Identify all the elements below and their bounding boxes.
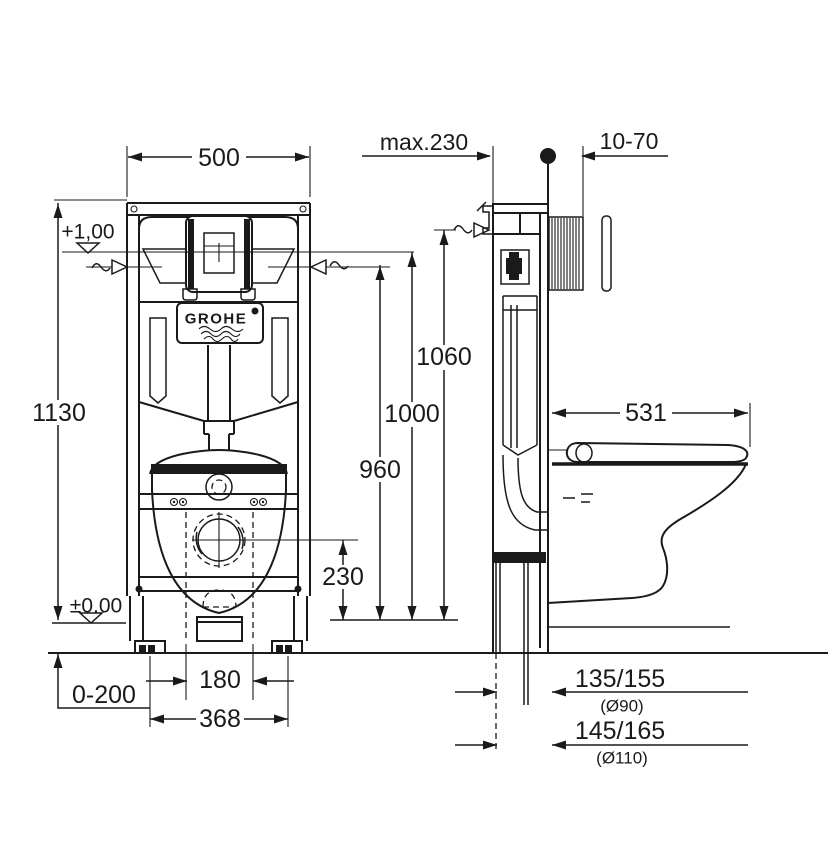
tank-section <box>502 295 538 456</box>
squiggle-icon <box>91 263 111 272</box>
supply-arrow-icon <box>111 258 129 276</box>
level-marker-zero: ±0,00 <box>70 595 122 625</box>
toilet-pan-front <box>149 448 288 642</box>
dim-height-label: 1130 <box>32 399 86 427</box>
outlet-offset-110-label: 145/165 <box>575 717 665 745</box>
drain-sketch-arcs <box>195 526 244 555</box>
dimension-foot-368: 368 <box>149 656 289 733</box>
registered-mark-dot <box>251 307 259 315</box>
dimension-stud-180: 180 <box>146 644 294 700</box>
floor-lines <box>48 619 828 654</box>
brand-logo-text: GROHE <box>185 311 248 328</box>
bowl-inner-dashes <box>563 493 593 503</box>
front-view: GROHE <box>86 202 390 654</box>
inlet-height-label: 960 <box>359 456 401 484</box>
outlet-box <box>196 616 243 642</box>
grohe-logo: GROHE <box>176 302 264 344</box>
dimension-1000: 1000 <box>383 252 441 620</box>
spindle-hatch <box>551 218 580 289</box>
dimension-960: 960 <box>356 265 404 620</box>
crossbar-fixing-holes <box>169 497 268 507</box>
flush-spindle-box <box>548 216 584 291</box>
dimension-outlet-offset-110: 145/165 (Ø110) <box>455 717 748 768</box>
water-supply-right <box>268 258 390 276</box>
flush-port-inner <box>211 479 227 495</box>
frame-corner-screw-left <box>130 205 138 213</box>
plate-gap-label: 10-70 <box>600 128 659 154</box>
outlet-dia-90-label: (Ø90) <box>600 697 643 716</box>
flush-bend <box>502 454 548 531</box>
dimension-outlet-offset-90: 135/155 (Ø90) <box>455 665 748 716</box>
outlet-offset-90-label: 135/155 <box>575 665 665 693</box>
toilet-bowl-side <box>547 441 749 604</box>
outlet-dia-110-label: (Ø110) <box>596 749 648 768</box>
access-window <box>203 232 235 274</box>
side-view <box>476 164 749 750</box>
level-floor-label: ±0,00 <box>70 595 122 618</box>
side-frame <box>492 164 549 653</box>
outlet-height-label: 230 <box>322 563 364 591</box>
dimension-recess-max230: max.230 <box>362 129 494 203</box>
bowl-outline <box>547 463 747 604</box>
dimension-floor-range: 0-200 <box>53 653 150 709</box>
pan-dome <box>149 448 288 475</box>
level-triangle-icon <box>75 242 101 255</box>
seat-hinge <box>575 443 593 463</box>
cistern: GROHE <box>138 215 299 450</box>
floor-range-label: 0-200 <box>72 681 136 709</box>
dimension-height-1130: 1130 <box>30 199 127 620</box>
foot-span-label: 368 <box>199 705 241 733</box>
level-triangle-icon <box>78 612 104 625</box>
frame-corner-screw-right <box>299 205 307 213</box>
actuation-plate <box>601 215 612 292</box>
pan-seat-band <box>151 464 287 474</box>
flush-port <box>205 473 233 501</box>
dimension-plate-gap: 10-70 <box>581 128 668 216</box>
wall-face-dot <box>540 148 556 164</box>
frame-feet-pads <box>139 645 292 652</box>
squiggle-icon <box>453 225 473 234</box>
dimension-bowl-531: 531 <box>552 399 751 447</box>
drain-sleeve-band <box>493 552 546 563</box>
pan-body <box>151 474 287 615</box>
frame-fixing <box>500 249 530 285</box>
rail-bolt-left <box>135 585 143 593</box>
bowl-depth-label: 531 <box>625 399 667 427</box>
dimension-1060: 1060 <box>415 221 491 620</box>
dimension-width-500: 500 <box>126 144 311 197</box>
supply-arrow-icon <box>309 258 327 276</box>
outlet-hidden-curves <box>202 589 237 608</box>
level-top-label: +1,00 <box>61 221 114 244</box>
logo-waves-icon <box>198 325 244 343</box>
recess-label: max.230 <box>380 129 468 155</box>
bracket-tabs <box>182 288 256 301</box>
seat-profile <box>565 441 749 463</box>
side-inlet-height-label: 1060 <box>416 343 472 371</box>
wall-bracket <box>476 201 493 235</box>
logo-plate <box>176 302 264 344</box>
level-marker-plus100: +1,00 <box>61 221 414 255</box>
stud-lines <box>185 512 254 641</box>
rail-bolt-right <box>294 585 302 593</box>
dim-width-label: 500 <box>198 144 240 172</box>
water-supply-left <box>86 258 162 276</box>
squiggle-icon <box>329 261 349 270</box>
drain-pipe <box>495 563 529 705</box>
stud-spacing-label: 180 <box>199 666 241 694</box>
supply-arrow-icon <box>473 221 491 239</box>
dimension-outlet-230: 230 <box>222 539 367 620</box>
cistern-channels <box>149 317 289 404</box>
overflow-height-label: 1000 <box>384 400 440 428</box>
